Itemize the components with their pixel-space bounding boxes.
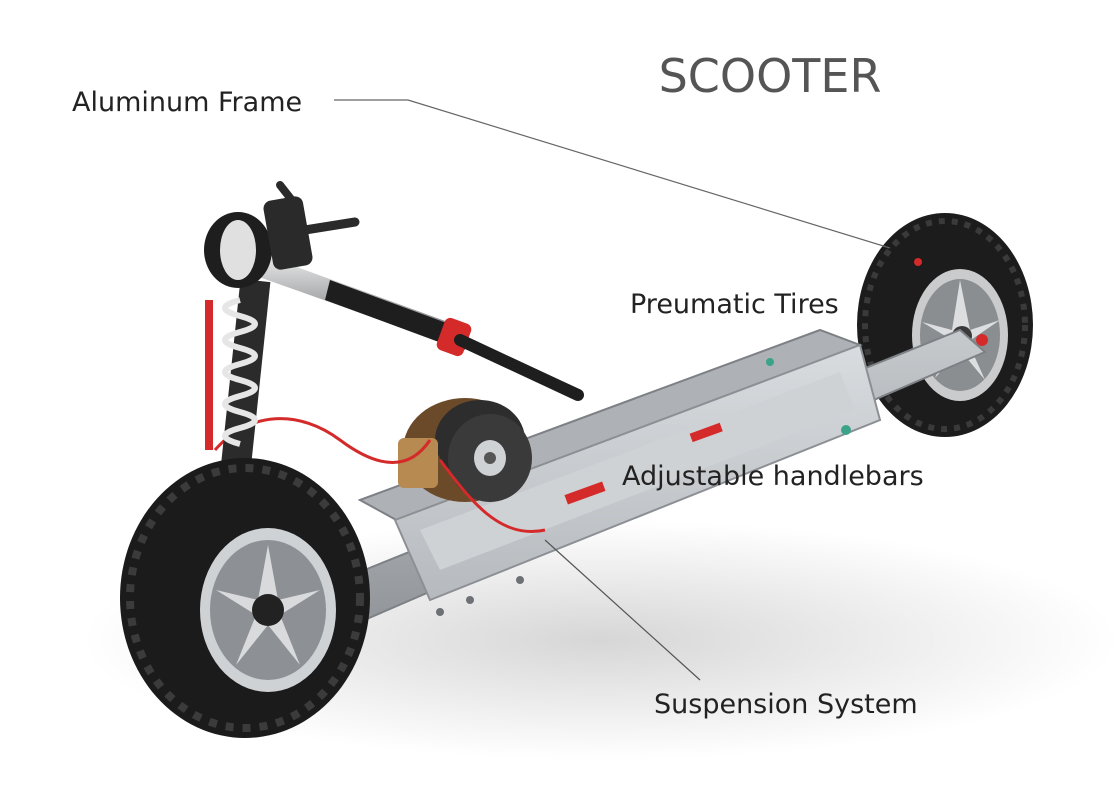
deck-mark-2 xyxy=(564,481,606,505)
suspension-label: Suspension System xyxy=(654,689,918,720)
diagram-title: SCOOTER xyxy=(659,49,882,103)
deck-mark-1 xyxy=(689,422,723,443)
front-wheel xyxy=(120,458,370,738)
frame-leader-line xyxy=(334,99,891,249)
tires-label: Preumatic Tires xyxy=(630,289,839,320)
hub-motor xyxy=(398,398,532,502)
suspension-leader-line xyxy=(544,539,701,681)
handlebar-stem xyxy=(204,181,584,401)
frame-label: Aluminum Frame xyxy=(72,87,302,118)
rear-axle-red-cap xyxy=(976,334,988,346)
handlebars-label: Adjustable handlebars xyxy=(622,461,924,492)
suspension-fork xyxy=(205,278,271,482)
wire xyxy=(438,459,546,533)
